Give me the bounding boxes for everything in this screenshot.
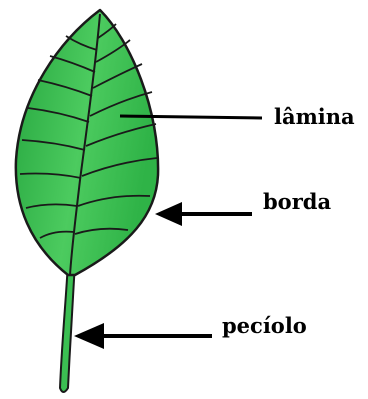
label-petiole: pecíolo — [222, 313, 307, 338]
label-blade: lâmina — [274, 104, 355, 129]
leaf-blade — [16, 10, 158, 275]
margin-arrow — [155, 202, 252, 226]
blade-pointer-line — [120, 116, 262, 118]
petiole-arrow — [74, 323, 212, 349]
petiole-stem — [60, 262, 75, 392]
label-margin: borda — [263, 189, 331, 214]
